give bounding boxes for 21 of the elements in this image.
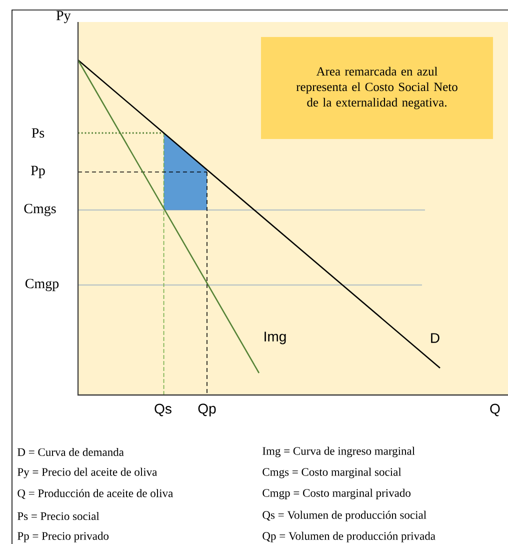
legend-text: Cmgp = Costo marginal privado: [262, 488, 410, 500]
curve-label: Img: [264, 332, 286, 344]
legend-text: Qp = Volumen de producción privada: [262, 532, 436, 542]
axis-label: Qs: [154, 404, 172, 416]
axis-label: Pp: [31, 166, 45, 178]
axis-label: Cmgp: [25, 278, 59, 292]
axis-label: Q: [490, 404, 500, 416]
axis-label: Ps: [32, 128, 44, 138]
legend-text: Img = Curva de ingreso marginal: [262, 446, 415, 458]
legend-text: Ps = Precio social: [18, 512, 100, 520]
axis-label: Qp: [198, 404, 216, 416]
axis-label: Py: [56, 10, 71, 24]
axis-label: Cmgs: [24, 204, 56, 216]
legend-text: Cmgs = Costo marginal social: [262, 468, 402, 478]
legend-text: Pp = Precio privado: [18, 532, 109, 542]
legend-text: Py = Precio del aceite de oliva: [18, 468, 158, 478]
curve-label: D: [431, 333, 440, 343]
note-box: Area remarcada en azul representa el Costo Social Neto de la externalidad negativa.: [261, 37, 493, 139]
legend-text: Q = Producción de aceite de oliva: [18, 489, 173, 499]
legend-text: D = Curva de demanda: [18, 448, 124, 456]
legend-text: Qs = Volumen de producción social: [262, 510, 426, 522]
